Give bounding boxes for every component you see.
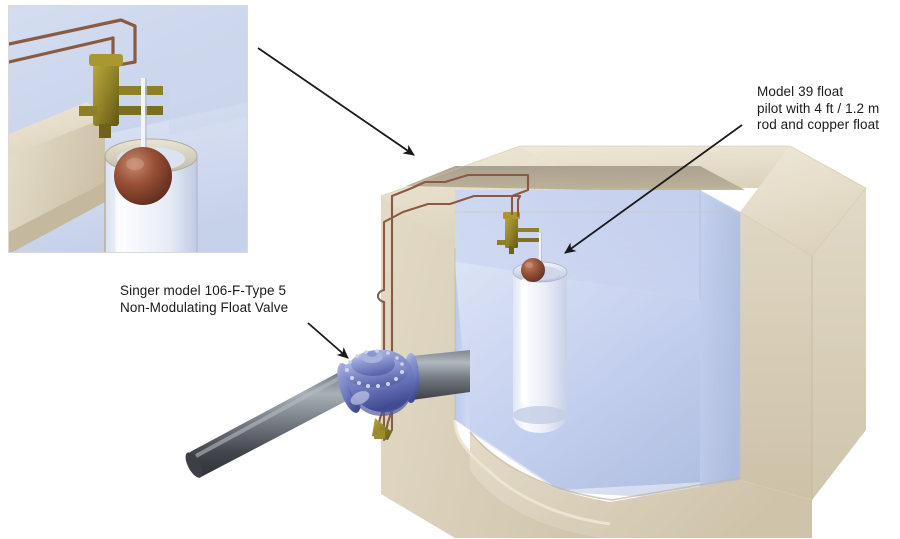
float-assembly [521,233,545,282]
detail-inset-float-pilot [8,5,248,253]
inset-copper-float-ball [114,147,172,205]
valve-highlight [350,391,370,405]
stilling-well-cylinder [512,261,568,433]
copper-float-highlight [525,262,533,268]
tank-top-rim-right [740,146,866,256]
inset-concrete-side [9,182,105,252]
arrow-to-float-pilot [564,124,743,254]
tank-front-cutaway-wall [381,196,660,538]
pilot-body [505,216,518,248]
tank-floor-edge [469,431,741,501]
inset-water-right-plane [169,26,247,136]
inlet-pipe-end [185,452,203,478]
singer-106-f-type-5-valve-assembly [185,349,470,478]
model-39-float-pilot [497,212,539,254]
valve-bolt-circle [345,349,404,388]
tank-right-outer-wall [740,212,812,500]
inlet-pipe-body [190,370,352,478]
pilot-lever-lower [517,238,539,242]
inlet-pipe-highlight [195,373,346,458]
valve-lower-skirt [348,386,413,416]
pilot-top-cap [503,212,520,219]
inset-float-assembly [114,78,172,205]
detail-inset-svg [9,6,247,252]
tank-right-far-face [812,188,866,500]
water-body [455,190,740,500]
copper-tube-lower [382,194,522,292]
label-float-pilot: Model 39 float pilot with 4 ft / 1.2 m r… [757,84,880,132]
pilot-lever-upper [517,228,539,232]
stilling-well-bottom [513,406,567,424]
tank-cut-edge-highlight [453,419,611,526]
annotation-arrows [257,47,743,359]
pilot-stem [509,246,514,254]
inlet-pipe [185,370,352,478]
label-main-valve: Singer model 106-F-Type 5 Non-Modulating… [120,283,289,315]
copper-tube-upper [390,173,530,292]
concrete-reservoir-cutaway [380,145,867,538]
brass-fitting [372,418,392,440]
valve-bonnet-cap [367,351,377,357]
water-right-interior-plane [700,192,740,500]
arrow-to-main-valve [307,322,349,359]
pilot-bracket [497,240,506,245]
copper-float-ball [521,258,545,282]
arrow-inset-to-tank [257,47,415,156]
inset-concrete-face [9,118,105,232]
